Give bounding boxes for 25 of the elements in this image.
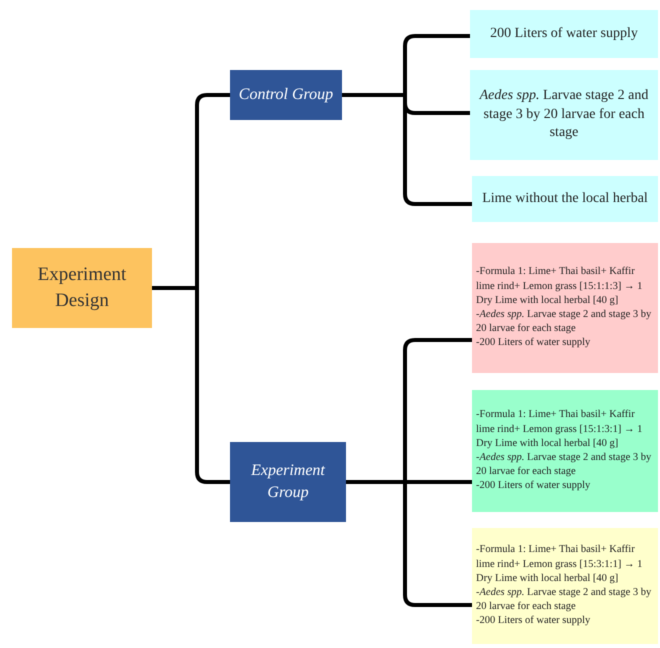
box-text: -200 Liters of water supply <box>476 336 592 350</box>
detail-box <box>470 10 658 58</box>
box-text: 200 Liters of water supply <box>489 24 639 43</box>
box-text: -Aedes spp. Larvae stage 2 and stage 3 by 20 larvae for each stage <box>476 451 652 480</box>
topic-box <box>12 248 152 328</box>
group-box <box>230 70 342 120</box>
box-text: -200 Liters of water supply <box>476 479 592 494</box>
box-text: -200 Liters of water supply <box>476 614 592 628</box>
box-text: -Formula 1: Lime+ Thai basil+ Kaffir lime rind+ Lemon grass [15:1:3:1] → 1 Dry Lime with local herbal [40 g] <box>476 408 644 451</box>
box-text: Control Group <box>238 85 334 106</box>
box-text: Aedes spp. Larvae stage 2 and stage 3 by 20 larvae for each stage <box>478 86 650 142</box>
group-box <box>230 442 346 522</box>
detail-box <box>472 390 658 512</box>
detail-box <box>470 70 658 160</box>
box-text: -Formula 1: Lime+ Thai basil+ Kaffir lime rind+ Lemon grass [15:1:1:3] → 1 Dry Lime with local herbal [40 g] <box>476 265 644 308</box>
detail-box <box>472 176 658 222</box>
box-text: Experiment Group <box>250 461 326 503</box>
detail-box <box>472 528 658 644</box>
detail-box <box>472 243 658 373</box>
box-text: -Formula 1: Lime+ Thai basil+ Kaffir lime rind+ Lemon grass [15:3:1:1] → 1 Dry Lime with local herbal [40 g] <box>476 543 644 586</box>
box-text: -Aedes spp. Larvae stage 2 and stage 3 by 20 larvae for each stage <box>476 586 652 614</box>
bracket-connector <box>152 286 230 484</box>
box-text: Experiment Design <box>36 263 128 313</box>
box-text: -Aedes spp. Larvae stage 2 and stage 3 by 20 larvae for each stage <box>476 308 652 336</box>
box-text: Lime without the local herbal <box>481 190 649 208</box>
